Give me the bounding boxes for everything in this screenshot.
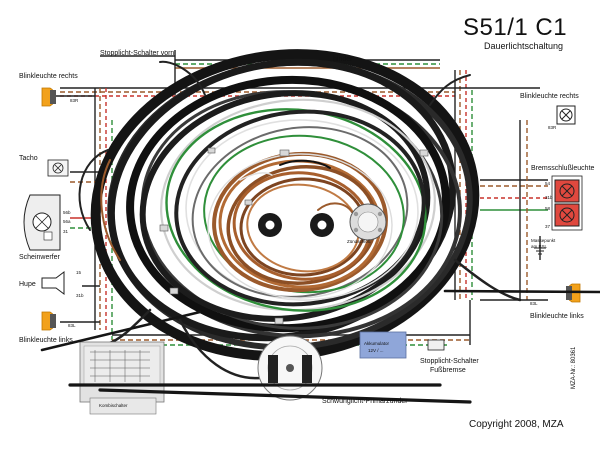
label-primaer: Schwunglicht-Primärzünder bbox=[322, 398, 408, 405]
terminal-37: 37 bbox=[545, 224, 551, 229]
akku-symbol bbox=[359, 331, 407, 359]
label-hupe: Hupe bbox=[19, 281, 36, 288]
diagram-subtitle: Dauerlichtschaltung bbox=[484, 41, 564, 51]
blinkleuchte-rechts-left-symbol bbox=[41, 87, 56, 107]
label-fussbremse: Fußbremse bbox=[430, 367, 466, 374]
grommets bbox=[258, 213, 334, 237]
label-stopplicht-vorn: Stopplicht-Schalter vorn bbox=[100, 50, 175, 57]
terminal-31: 31 bbox=[63, 229, 69, 234]
label-massepunkt-2: am BSL bbox=[531, 244, 548, 249]
tacho-symbol bbox=[47, 159, 69, 177]
bremsschluss-symbol bbox=[551, 175, 583, 231]
loose-wires bbox=[78, 60, 522, 380]
hupe-symbol bbox=[41, 271, 65, 295]
label-massepunkt: Massepunkt bbox=[531, 238, 556, 243]
label-akku-2: 12V / ... bbox=[368, 348, 384, 353]
label-blinkleuchte-rechts-left: Blinkleuchte rechts bbox=[19, 73, 78, 80]
blinkleuchte-rechts-right-symbol bbox=[556, 105, 576, 125]
label-akku: Akkumulator bbox=[364, 341, 390, 346]
copyright-text: Copyright 2008, MZA bbox=[469, 419, 564, 430]
primaer-symbol bbox=[257, 335, 323, 401]
label-blinkleuchte-links-right: Blinkleuchte links bbox=[530, 313, 584, 320]
label-blinkleuchte-rechts-right: Blinkleuchte rechts bbox=[520, 93, 579, 100]
zuendschloss-symbol bbox=[349, 203, 387, 241]
terminal-83l-right: 83L bbox=[530, 301, 538, 306]
label-blinkgeber: hinder bbox=[333, 56, 353, 63]
terminal-83l-left: 83L bbox=[68, 323, 76, 328]
cable-ties bbox=[40, 289, 600, 404]
terminal-31b-right: 31b bbox=[545, 195, 553, 200]
harness-connectors bbox=[159, 147, 429, 325]
diagram-title: S51/1 C1 bbox=[463, 14, 568, 41]
terminal-15: 15 bbox=[76, 270, 82, 275]
label-stopplicht-fuss: Stopplicht-Schalter bbox=[420, 358, 479, 365]
mza-number: MZA-Nr.: 80361 bbox=[571, 346, 577, 389]
label-kombischalter: Kombischalter bbox=[99, 403, 128, 408]
terminal-83r-left: 83R bbox=[70, 98, 79, 103]
terminal-56b: 56b bbox=[63, 210, 71, 215]
blinkleuchte-links-left-symbol bbox=[41, 311, 56, 331]
label-scheinwerfer: Scheinwerfer bbox=[19, 254, 60, 261]
terminal-54: 54 bbox=[545, 181, 551, 186]
terminal-31b: 31b bbox=[76, 293, 84, 298]
terminal-83r-right: 83R bbox=[548, 125, 557, 130]
label-zuendschloss: Zündschloß bbox=[347, 239, 371, 244]
label-bremsschluss: Bremsschlußleuchte bbox=[531, 165, 595, 172]
stopplicht-fuss-symbol bbox=[427, 339, 445, 351]
terminal-56a: 56a bbox=[63, 219, 71, 224]
scheinwerfer-symbol bbox=[23, 194, 61, 251]
massepunkt-symbol bbox=[534, 247, 546, 255]
terminal-58: 58 bbox=[545, 206, 551, 211]
label-blinkleuchte-links-left: Blinkleuchte links bbox=[19, 337, 73, 344]
label-tacho: Tacho bbox=[19, 155, 38, 162]
